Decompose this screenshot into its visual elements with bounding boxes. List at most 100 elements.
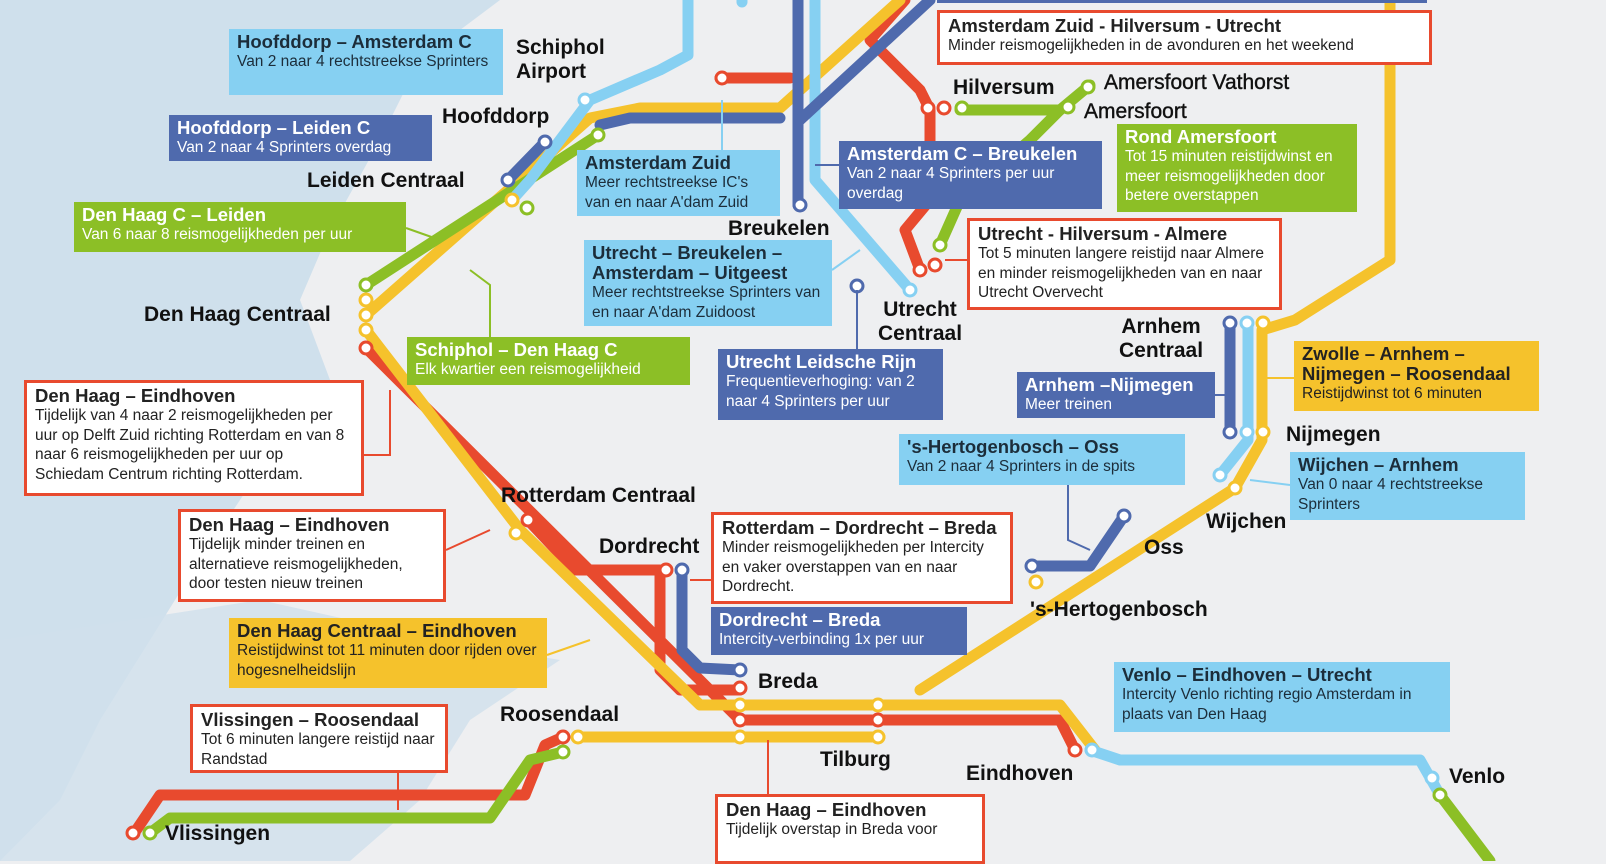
station-label: Centraal bbox=[1119, 339, 1204, 362]
callout-title: Utrecht – Breukelen – Amsterdam – Uitgee… bbox=[592, 242, 788, 283]
station-markers bbox=[125, 70, 1448, 841]
station-roosendaal[interactable]: Roosendaal bbox=[500, 703, 620, 726]
station-tilburg[interactable]: Tilburg bbox=[820, 748, 891, 771]
callout-title: Vlissingen – Roosendaal bbox=[201, 709, 419, 730]
station-dordrecht[interactable]: Dordrecht bbox=[599, 535, 700, 558]
station-amersfoort[interactable]: Amersfoort bbox=[1084, 100, 1187, 123]
callout-title: Schiphol – Den Haag C bbox=[415, 339, 618, 360]
station-leiden[interactable]: Leiden Centraal bbox=[307, 169, 465, 192]
station-oss[interactable]: Oss bbox=[1144, 536, 1184, 559]
callout-title: Dordrecht – Breda bbox=[719, 609, 881, 630]
station-label: Arnhem bbox=[1121, 315, 1201, 338]
station-wijchen[interactable]: Wijchen bbox=[1206, 510, 1287, 533]
top-dark-blue-bar bbox=[937, 0, 1427, 3]
callout-desc: Tijdelijk van 4 naar 2 reismogelijkheden… bbox=[35, 407, 345, 483]
callout-desc: Meer rechtstreekse IC's van en naar A'da… bbox=[585, 174, 749, 211]
station-venlo[interactable]: Venlo bbox=[1449, 765, 1506, 788]
callout-title: Rotterdam – Dordrecht – Breda bbox=[722, 517, 997, 538]
station-vlissingen[interactable]: Vlissingen bbox=[165, 822, 271, 845]
station-label: Utrecht bbox=[883, 298, 957, 321]
callout-desc: Tijdelijk overstap in Breda voor bbox=[726, 821, 938, 838]
callout-title: Wijchen – Arnhem bbox=[1298, 454, 1459, 475]
callout-desc: Van 2 naar 4 Sprinters per uur overdag bbox=[847, 165, 1055, 202]
callout-desc: Van 2 naar 4 Sprinters overdag bbox=[177, 139, 392, 156]
callout-title: Den Haag Centraal – Eindhoven bbox=[237, 620, 517, 641]
callout-desc: Tijdelijk minder treinen en alternatieve… bbox=[189, 536, 403, 592]
callout-utrecht-uitgeest: Utrecht – Breukelen – Amsterdam – Uitgee… bbox=[584, 240, 832, 326]
station-hilversum[interactable]: Hilversum bbox=[953, 76, 1055, 99]
callout-desc: Minder reismogelijkheden per Intercity e… bbox=[722, 539, 984, 595]
callout-desc: Elk kwartier een reismogelijkheid bbox=[415, 361, 641, 378]
callout-desc: Tot 15 minuten reistijdwinst en meer rei… bbox=[1125, 148, 1333, 204]
callout-title: Venlo – Eindhoven – Utrecht bbox=[1122, 664, 1372, 685]
callout-desc: Minder reismogelijkheden in de avonduren… bbox=[948, 37, 1354, 54]
station-rotterdam[interactable]: Rotterdam Centraal bbox=[501, 484, 696, 507]
callout-desc: Meer treinen bbox=[1025, 396, 1113, 413]
callout-desc: Meer rechtstreekse Sprinters van en naar… bbox=[592, 284, 821, 321]
callout-title: Rond Amersfoort bbox=[1125, 126, 1277, 147]
callout-title: Utrecht - Hilversum - Almere bbox=[978, 223, 1228, 244]
green-lines bbox=[144, 79, 1496, 861]
callout-title: Utrecht Leidsche Rijn bbox=[726, 351, 917, 372]
callout-desc: Tot 6 minuten langere reistijd naar Rand… bbox=[201, 731, 435, 768]
callout-title: Hoofddorp – Leiden C bbox=[177, 117, 371, 138]
callout-desc: Tot 5 minuten langere reistijd naar Alme… bbox=[978, 245, 1265, 301]
dark-blue-lines bbox=[502, 0, 1236, 676]
callout-desc: Intercity Venlo richting regio Amsterdam… bbox=[1122, 686, 1412, 723]
callout-title: Amsterdam C – Breukelen bbox=[847, 143, 1078, 164]
callout-desc: Van 6 naar 8 reismogelijkheden per uur bbox=[82, 226, 353, 243]
station-nijmegen[interactable]: Nijmegen bbox=[1286, 423, 1381, 446]
station-label: Airport bbox=[516, 60, 586, 83]
callout-title: Amsterdam Zuid - Hilversum - Utrecht bbox=[948, 15, 1282, 36]
station-eindhoven[interactable]: Eindhoven bbox=[966, 762, 1074, 785]
callout-title: Hoofddorp – Amsterdam C bbox=[237, 31, 472, 52]
callout-desc: Van 2 naar 4 rechtstreekse Sprinters bbox=[237, 53, 489, 70]
callout-desc: Van 2 naar 4 Sprinters in de spits bbox=[907, 458, 1136, 475]
callout-desc: Reistijdwinst tot 6 minuten bbox=[1302, 385, 1483, 402]
station-breukelen[interactable]: Breukelen bbox=[728, 217, 830, 240]
callout-title: Den Haag – Eindhoven bbox=[189, 514, 390, 535]
station-den-bosch[interactable]: 's-Hertogenbosch bbox=[1030, 598, 1208, 621]
callout-title: Arnhem –Nijmegen bbox=[1025, 374, 1194, 395]
station-label: Centraal bbox=[878, 322, 963, 345]
callout-title: 's-Hertogenbosch – Oss bbox=[907, 436, 1120, 457]
station-den-haag[interactable]: Den Haag Centraal bbox=[144, 303, 331, 326]
callout-leaders bbox=[364, 100, 1294, 810]
callout-desc: Frequentieverhoging: van 2 naar 4 Sprint… bbox=[726, 373, 915, 410]
callout-desc: Reistijdwinst tot 11 minuten door rijden… bbox=[237, 642, 537, 679]
callout-title: Amsterdam Zuid bbox=[585, 152, 731, 173]
callout-desc: Intercity-verbinding 1x per uur bbox=[719, 631, 925, 648]
station-amersfoort-vathorst[interactable]: Amersfoort Vathorst bbox=[1104, 71, 1290, 94]
station-hoofddorp[interactable]: Hoofddorp bbox=[442, 105, 550, 128]
station-label: Schiphol bbox=[516, 36, 605, 59]
callout-title: Den Haag – Eindhoven bbox=[35, 385, 236, 406]
callout-title: Den Haag C – Leiden bbox=[82, 204, 267, 225]
callout-title: Den Haag – Eindhoven bbox=[726, 799, 927, 820]
station-breda[interactable]: Breda bbox=[758, 670, 818, 693]
